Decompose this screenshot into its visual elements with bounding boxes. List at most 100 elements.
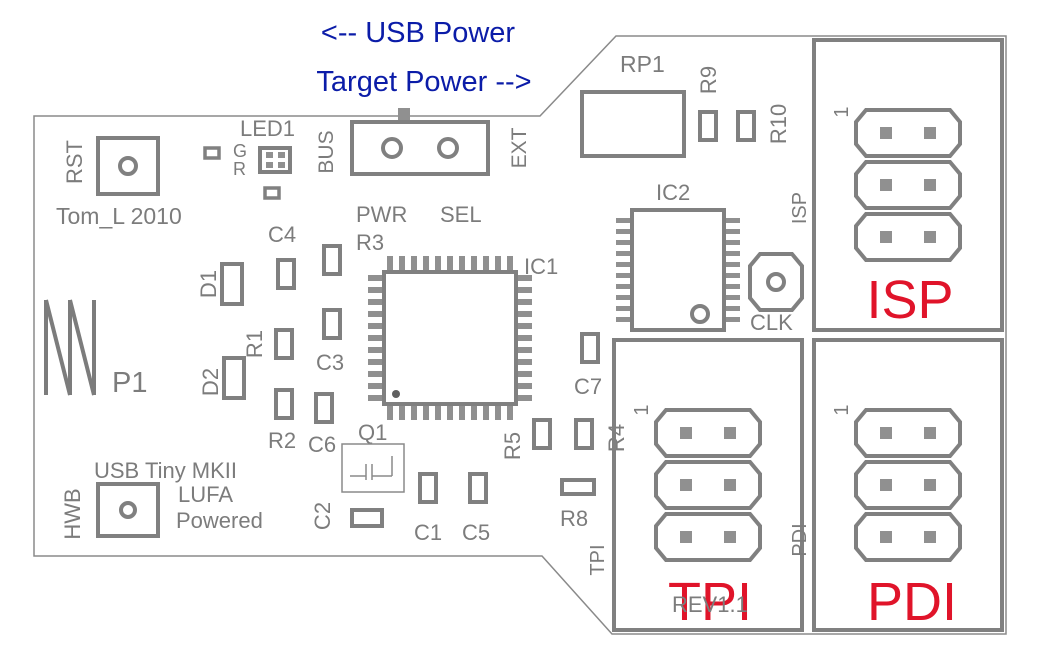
header-pin	[724, 427, 736, 439]
ic1-pin	[518, 347, 532, 353]
ic2-pin	[726, 229, 740, 234]
ic2-label: IC2	[656, 180, 690, 205]
header-pin	[880, 231, 892, 243]
ic1-label: IC1	[524, 254, 558, 279]
ic2-pin	[726, 251, 740, 256]
led1-pin	[266, 162, 273, 168]
ic2-pin	[616, 262, 630, 267]
ic1-pin	[368, 383, 382, 389]
r3-label: R3	[356, 230, 384, 255]
c4-label: C4	[268, 222, 296, 247]
c7-label: C7	[574, 374, 602, 399]
ic1-pin	[423, 256, 429, 270]
led1-pin	[278, 162, 285, 168]
switch-lever	[398, 108, 410, 120]
ic1-pin	[447, 256, 453, 270]
header-pin-pair	[654, 460, 762, 510]
ic1-pin	[368, 347, 382, 353]
hwb-label: HWB	[60, 488, 85, 539]
c2-label: C2	[310, 502, 335, 530]
isp-small-label: ISP	[789, 192, 811, 224]
clk-testpoint-hole	[766, 272, 786, 292]
c1-capacitor	[418, 472, 438, 504]
ic1-pin	[368, 275, 382, 281]
c2-capacitor	[350, 508, 384, 528]
header-pin	[724, 479, 736, 491]
pwr-label: PWR	[356, 202, 407, 227]
header-pin-pair	[654, 408, 762, 458]
clk-testpoint	[748, 252, 804, 312]
tpi-header-label: TPI	[668, 572, 752, 632]
ic1-pin	[495, 406, 501, 420]
tpi-pin1-label: 1	[631, 404, 653, 415]
ic1-pin	[518, 395, 532, 401]
ic2-pin	[726, 284, 740, 289]
d1-diode	[220, 262, 244, 306]
ic1-pin	[518, 323, 532, 329]
pdi-header-box	[812, 338, 1004, 632]
header-pin-pair	[854, 460, 962, 510]
header-pin	[724, 531, 736, 543]
header-pin	[880, 427, 892, 439]
p1-label: P1	[112, 367, 147, 399]
c7-capacitor	[580, 332, 600, 364]
ic1-pin	[368, 371, 382, 377]
led1-pin	[278, 152, 285, 158]
ic2-pin1-circle	[690, 304, 710, 324]
ic2-pin	[616, 295, 630, 300]
ic2-body	[630, 208, 726, 332]
ic2-pin	[616, 306, 630, 311]
r3-resistor	[322, 244, 342, 276]
header-pin-pair	[654, 512, 762, 562]
tpi-header-pins	[654, 408, 762, 562]
ic2-pin	[616, 229, 630, 234]
ic1-pin1-dot	[392, 390, 400, 398]
ic1-pin	[368, 359, 382, 365]
r2-resistor	[274, 388, 294, 420]
ic1-pin	[518, 275, 532, 281]
d2-diode	[222, 356, 246, 400]
r8-label: R8	[560, 506, 588, 531]
header-pin	[880, 127, 892, 139]
pdi-pin1-label: 1	[831, 404, 853, 415]
ic1-pin	[368, 299, 382, 305]
ic2-pin	[616, 251, 630, 256]
ic2-pin	[726, 240, 740, 245]
product-name-label: USB Tiny MKII	[94, 458, 237, 483]
header-pin-pair	[854, 160, 962, 210]
header-pin-pair	[854, 512, 962, 562]
rst-button-knob	[118, 156, 138, 176]
ic1-pin	[435, 406, 441, 420]
header-pin	[924, 231, 936, 243]
ic2-pin	[726, 262, 740, 267]
ic2-pin	[726, 317, 740, 322]
r8-resistor	[560, 478, 596, 496]
ic1-pin	[368, 311, 382, 317]
header-pin	[924, 479, 936, 491]
d1-label: D1	[196, 270, 221, 298]
c4-capacitor	[276, 258, 296, 290]
sel-label: SEL	[440, 202, 482, 227]
led-pad-small	[203, 146, 221, 160]
ic1-pin	[435, 256, 441, 270]
ic1-pin	[447, 406, 453, 420]
led1-body	[258, 146, 292, 174]
ic1-pin	[387, 406, 393, 420]
q1-label: Q1	[358, 420, 387, 445]
ic1-pin	[423, 406, 429, 420]
ic1-pin	[507, 406, 513, 420]
pdi-header-label: PDI	[867, 572, 957, 632]
c3-label: C3	[316, 350, 344, 375]
ic1-body	[382, 270, 518, 406]
ic2-pins	[616, 218, 740, 322]
ic1-pin	[518, 287, 532, 293]
header-pin	[924, 427, 936, 439]
c5-capacitor	[468, 472, 488, 504]
ic1-pin	[399, 406, 405, 420]
c1-label: C1	[414, 520, 442, 545]
ic2-pin	[616, 218, 630, 223]
ic1-pin	[459, 256, 465, 270]
led-pad-small	[263, 186, 281, 200]
header-pin	[680, 479, 692, 491]
isp-header-box	[812, 38, 1004, 332]
